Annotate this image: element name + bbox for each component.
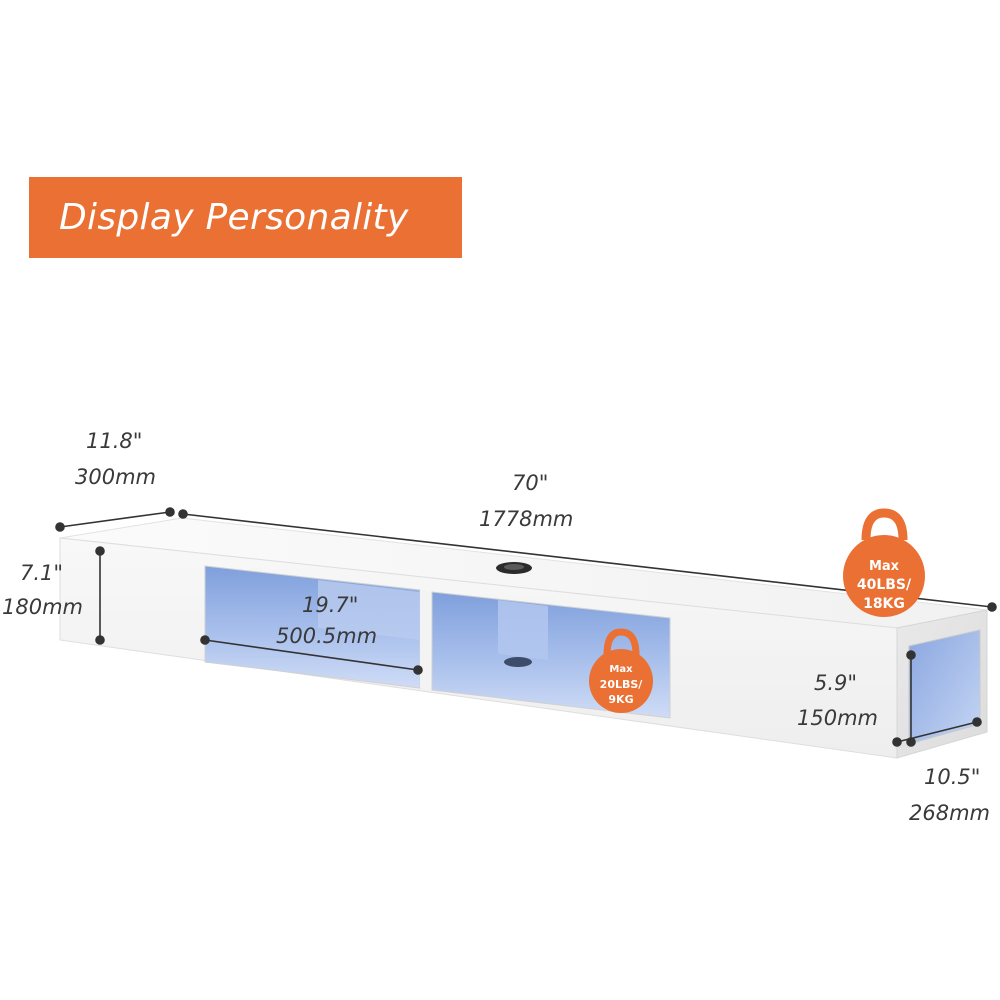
title-banner: Display Personality (29, 177, 462, 258)
cabinet (59, 517, 988, 759)
depth-line (59, 511, 171, 528)
weight-badge-top: Max 40LBS/ 18KG (843, 508, 925, 617)
end-open-cube (908, 629, 981, 745)
side-height-mm: 150mm (797, 706, 878, 730)
side-depth-line (896, 721, 978, 743)
weight-badge-shelf-body (589, 649, 653, 713)
shelf-clip (504, 657, 532, 667)
compartment-divider (420, 590, 432, 690)
compartment-mm: 500.5mm (276, 624, 377, 648)
compartment-inch: 19.7" (302, 593, 358, 617)
weight-badge-shelf-handle (603, 628, 640, 656)
depth-line-end-left (55, 522, 65, 532)
height-line-end-bottom (95, 635, 105, 645)
weight-badge-top-line1: Max (869, 559, 900, 574)
side-height-inch: 5.9" (814, 671, 857, 695)
weight-badge-shelf-line2: 20LBS/ (600, 678, 644, 691)
length-mm: 1778mm (479, 507, 573, 531)
side-depth-inch: 10.5" (924, 765, 980, 789)
compartment-line-end-left (200, 635, 210, 645)
weight-badge-shelf-line3: 9KG (608, 693, 633, 706)
height-mm: 180mm (2, 595, 83, 619)
weight-badge-top-line3: 18KG (863, 596, 905, 612)
weight-badge-top-line2: 40LBS/ (857, 577, 912, 593)
depth-top-inch: 11.8" (86, 429, 142, 453)
dimension-labels: 11.8" 300mm 70" 1778mm 7.1" 180mm 19.7" … (2, 429, 990, 825)
length-inch: 70" (512, 471, 548, 495)
weight-badge-top-body (843, 535, 925, 617)
height-line-end-top (95, 546, 105, 556)
right-compartment-back (498, 600, 548, 660)
depth-top-mm: 300mm (75, 465, 156, 489)
side-depth-mm: 268mm (909, 801, 990, 825)
side-height-line-end-top (906, 650, 916, 660)
left-compartment-back (318, 580, 420, 640)
weight-badge-shelf: Max 20LBS/ 9KG (589, 628, 653, 713)
banner-title: Display Personality (59, 197, 409, 238)
weight-badge-shelf-line1: Max (609, 664, 633, 675)
compartment-line-end-right (413, 665, 423, 675)
length-line-end-right (987, 602, 997, 612)
compartment-line (204, 639, 419, 671)
length-line-end-left (178, 509, 188, 519)
height-inch: 7.1" (20, 561, 63, 585)
side-depth-line-end-right (972, 717, 982, 727)
cable-grommet-inner (504, 564, 524, 570)
side-depth-line-end-left (892, 737, 902, 747)
depth-line-end-right (165, 507, 175, 517)
weight-badge-top-handle (861, 508, 908, 541)
